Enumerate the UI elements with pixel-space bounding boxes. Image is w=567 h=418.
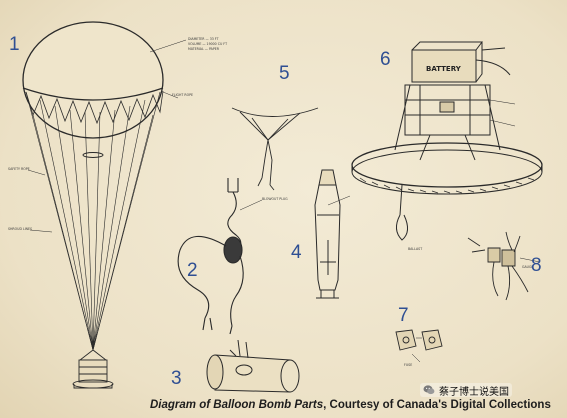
blowout-plug-label: BLOWOUT PLUG (262, 197, 288, 201)
battery-label: BATTERY (426, 65, 462, 73)
diagram-caption: Diagram of Balloon Bomb Parts, Courtesy … (150, 399, 551, 411)
bomb-container (206, 339, 300, 393)
incendiary-bomb (314, 169, 351, 299)
part-number-5: 5 (279, 63, 290, 84)
ballast-sandbags (359, 177, 535, 194)
fuse-holders (395, 329, 443, 363)
balloon-spec-line-3: MATERIAL — PAPER (188, 47, 220, 51)
part-number-8: 8 (531, 255, 542, 276)
battery-box (411, 49, 477, 83)
balloon-envelope (22, 21, 164, 139)
ballast-label: BALLAST (408, 247, 422, 251)
fuse-label: FUSE (404, 363, 412, 367)
watermark: 蔡子博士说美国 (420, 383, 512, 398)
part-number-2: 2 (187, 260, 198, 281)
part-number-7: 7 (398, 305, 409, 326)
gondola (72, 349, 114, 389)
gauge-label: GAUGE (522, 265, 533, 269)
caption-title: Diagram of Balloon Bomb Parts (150, 399, 324, 411)
shroud-lines-label: SHROUD LINES (8, 227, 32, 231)
load-ring (82, 152, 104, 158)
safety-rope-label: SAFETY ROPE (8, 167, 30, 171)
balloon-scallops (25, 90, 164, 125)
shroud-lines-leader (29, 229, 53, 233)
balloon-spec-line-1: DIAMETER — 33 FT (188, 37, 219, 41)
ballast-gondola (351, 41, 543, 241)
part-number-1: 1 (9, 34, 20, 55)
valve-hanger (231, 107, 319, 191)
balloon-spec-line-2: VOLUME — 19000 CU FT (188, 42, 227, 46)
wechat-logo-icon (423, 385, 435, 395)
part-number-4: 4 (291, 242, 302, 263)
fuse-assembly (177, 178, 263, 335)
balloon-equator-band (22, 87, 164, 101)
part-number-3: 3 (171, 368, 182, 389)
balloon-spec-leader (149, 39, 187, 53)
watermark-text: 蔡子博士说美国 (439, 386, 509, 398)
safety-rope-leader (27, 169, 46, 176)
caption-credit: , Courtesy of Canada's Digital Collectio… (323, 399, 551, 411)
altimeter-switch (467, 231, 541, 301)
flight-rope-label: FLIGHT ROPE (172, 93, 193, 97)
blowout-plug (223, 236, 243, 264)
balloon-assembly (22, 21, 187, 389)
part-number-6: 6 (380, 49, 391, 70)
shroud-lines (25, 91, 161, 351)
flight-rope-leader (162, 91, 179, 99)
